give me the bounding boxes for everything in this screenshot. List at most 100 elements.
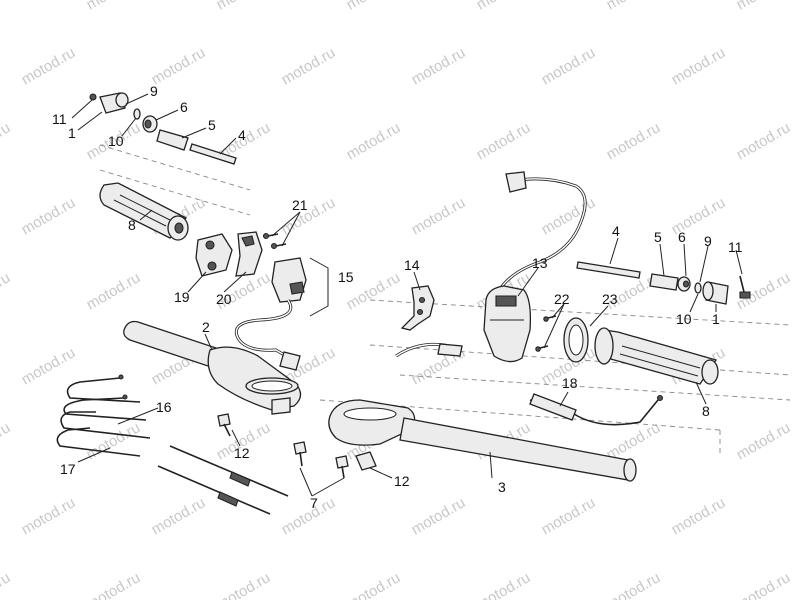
watermark-text: motod.ru	[604, 569, 664, 600]
callout-9-left: 9	[150, 83, 158, 99]
watermark-text: motod.ru	[149, 44, 209, 88]
o-ring-right	[694, 282, 702, 294]
threaded-rod-right	[576, 261, 641, 279]
watermark-text: motod.ru	[669, 494, 729, 538]
watermark-text: motod.ru	[84, 0, 144, 13]
callout-18: 18	[562, 375, 578, 391]
callout-7: 7	[310, 495, 318, 511]
leader-lines	[71, 93, 743, 497]
watermark-text: motod.ru	[409, 44, 469, 88]
callout-9-right: 9	[704, 233, 712, 249]
end-weight-left	[99, 92, 129, 114]
end-weight-right	[702, 281, 729, 305]
watermark-text: motod.ru	[84, 569, 144, 600]
watermark-text: motod.ru	[0, 119, 13, 163]
cable-bracket-14	[400, 285, 435, 331]
clamp-block-19	[195, 233, 233, 277]
watermark-text: motod.ru	[19, 344, 79, 388]
watermark-text: motod.ru	[279, 194, 339, 238]
watermark-text: motod.ru	[734, 569, 794, 600]
watermark-text: motod.ru	[734, 0, 794, 13]
watermark-text: motod.ru	[734, 119, 794, 163]
callout-12-left: 12	[234, 445, 250, 461]
callout-6-left: 6	[180, 99, 188, 115]
callout-labels: 11 9 6 1 10 5 4 8 21 19 20 15 2 16 17 12…	[52, 83, 743, 511]
grip-right	[594, 327, 719, 385]
watermark-text: motod.ru	[0, 269, 13, 313]
callout-11-left: 11	[52, 111, 67, 127]
bushing-left	[142, 115, 158, 133]
spacer-tube-right	[649, 273, 679, 291]
watermark-text: motod.ru	[344, 119, 404, 163]
watermark-text: motod.ru	[669, 44, 729, 88]
bolt-12-left	[217, 413, 231, 437]
callout-2: 2	[202, 319, 210, 335]
bushing-right	[677, 276, 691, 292]
brake-cables-left	[157, 445, 289, 515]
callout-8-left: 8	[128, 217, 136, 233]
callout-1-left: 1	[68, 125, 76, 141]
watermark-text: motod.ru	[0, 0, 13, 13]
callout-19: 19	[174, 289, 190, 305]
clamp-block-20	[235, 231, 263, 277]
screws-21	[262, 232, 287, 250]
callout-15: 15	[338, 269, 354, 285]
watermark-text: motod.ru	[539, 494, 599, 538]
callout-20: 20	[216, 291, 232, 307]
screws-22	[535, 315, 557, 352]
watermark-text: motod.ru	[19, 494, 79, 538]
gasket-23	[563, 317, 589, 363]
watermark-text: motod.ru	[409, 194, 469, 238]
throttle-cables-left	[56, 374, 151, 457]
throttle-cable-right	[529, 393, 664, 426]
callout-10-right: 10	[676, 311, 692, 327]
callout-8-right: 8	[702, 403, 710, 419]
watermark-text: motod.ru	[344, 569, 404, 600]
watermark-text: motod.ru	[214, 569, 274, 600]
callout-4-right: 4	[612, 223, 620, 239]
callout-12-center: 12	[394, 473, 410, 489]
watermark-text: motod.ru	[84, 269, 144, 313]
callout-5-right: 5	[654, 229, 662, 245]
callout-5-left: 5	[208, 117, 216, 133]
callout-16: 16	[156, 399, 172, 415]
callout-3: 3	[498, 479, 506, 495]
bolt-12-center	[355, 451, 377, 471]
callout-17: 17	[60, 461, 76, 477]
screw-head-left	[89, 93, 97, 101]
watermark-text: motod.ru	[0, 569, 13, 600]
watermark-text: motod.ru	[344, 0, 404, 13]
watermark-text: motod.ru	[19, 44, 79, 88]
bolts-7	[293, 441, 349, 479]
watermark-text: motod.ru	[604, 0, 664, 13]
grip-left	[99, 182, 189, 241]
watermark-text: motod.ru	[474, 119, 534, 163]
callout-10-left: 10	[108, 133, 124, 149]
callout-14: 14	[404, 257, 420, 273]
handlebar-right	[328, 399, 637, 482]
watermark-text: motod.ru	[214, 0, 274, 13]
callout-11-right: 11	[728, 239, 743, 255]
assembly-guides	[99, 144, 791, 455]
screw-right	[739, 275, 751, 299]
watermark-text: motod.ru	[409, 494, 469, 538]
watermark-text: motod.ru	[279, 44, 339, 88]
callout-13: 13	[532, 255, 548, 271]
watermark-text: motod.ru	[279, 494, 339, 538]
watermark-text: motod.ru	[19, 194, 79, 238]
callout-21: 21	[292, 197, 308, 213]
watermark-text: motod.ru	[84, 419, 144, 463]
callout-22: 22	[554, 291, 570, 307]
callout-4-left: 4	[238, 127, 246, 143]
callout-23: 23	[602, 291, 618, 307]
watermark-text: motod.ru	[539, 194, 599, 238]
watermark-text: motod.ru	[539, 44, 599, 88]
o-ring-left	[133, 108, 141, 120]
watermark-text: motod.ru	[734, 419, 794, 463]
watermark-text: motod.ru	[734, 269, 794, 313]
callout-6-right: 6	[678, 229, 686, 245]
spacer-tube-left	[156, 129, 189, 151]
watermark-text: motod.ru	[474, 0, 534, 13]
